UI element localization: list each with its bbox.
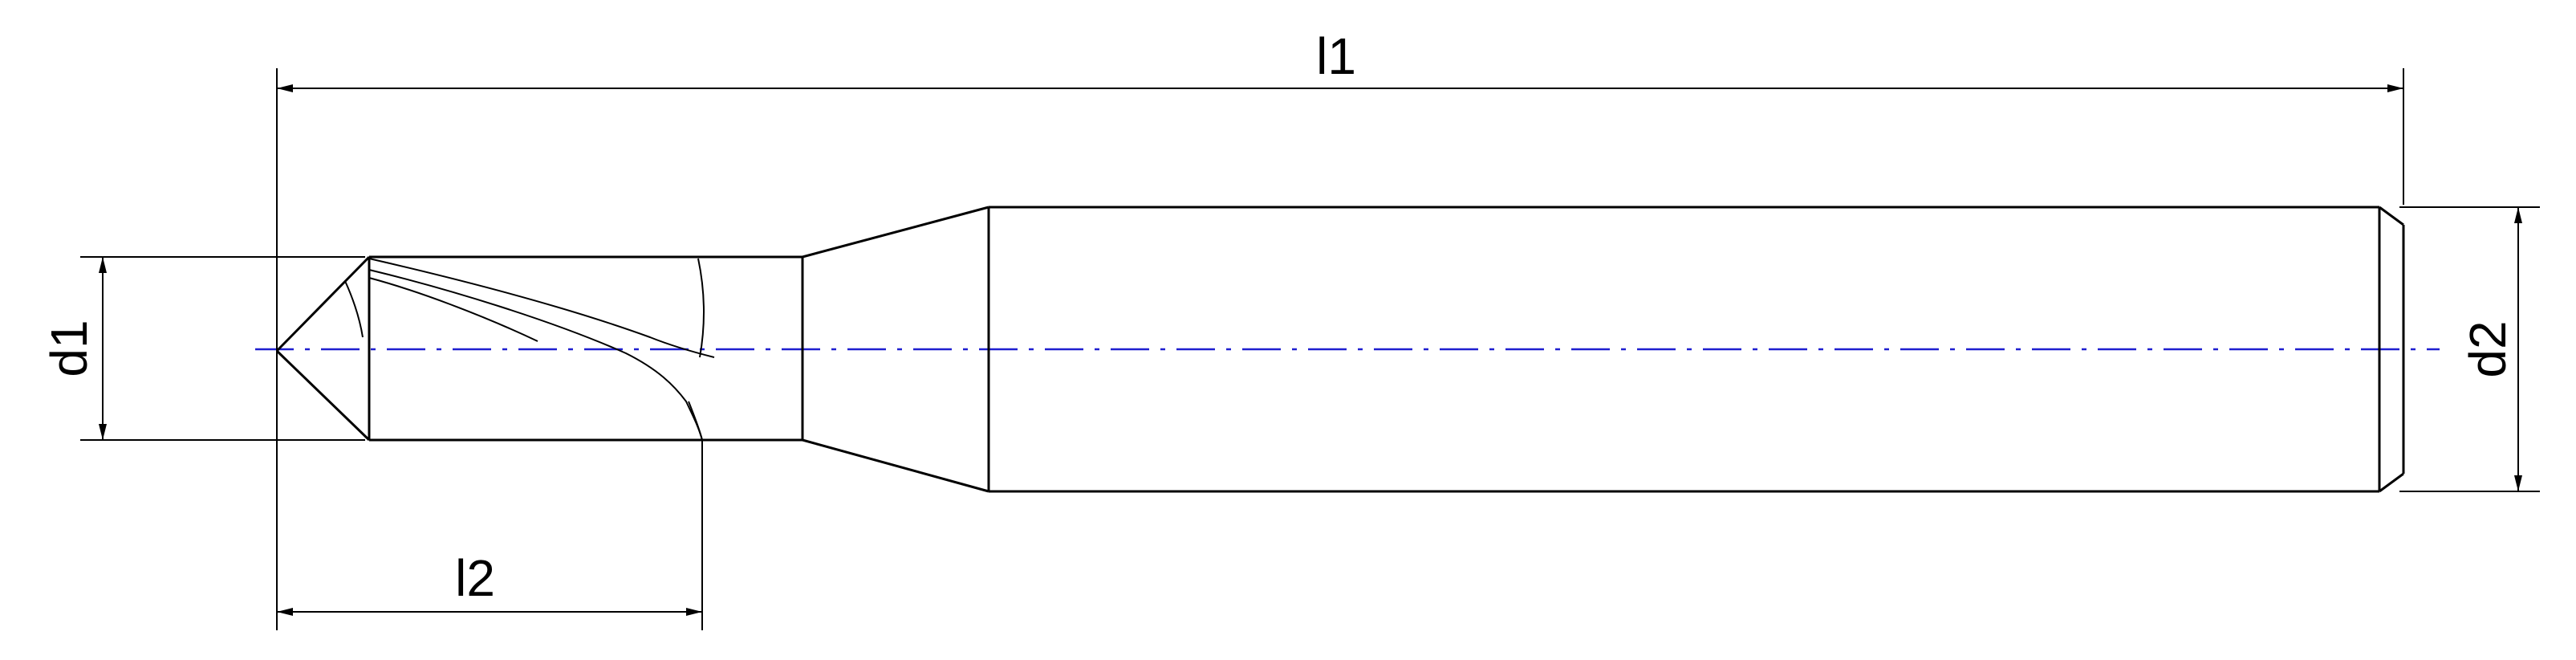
label-d1: d1 <box>40 320 98 377</box>
label-l2: l2 <box>455 549 495 607</box>
label-d2: d2 <box>2459 320 2517 377</box>
tool-outline <box>275 206 2405 493</box>
extension-lines <box>80 68 2540 630</box>
label-l1: l1 <box>1316 27 1356 85</box>
